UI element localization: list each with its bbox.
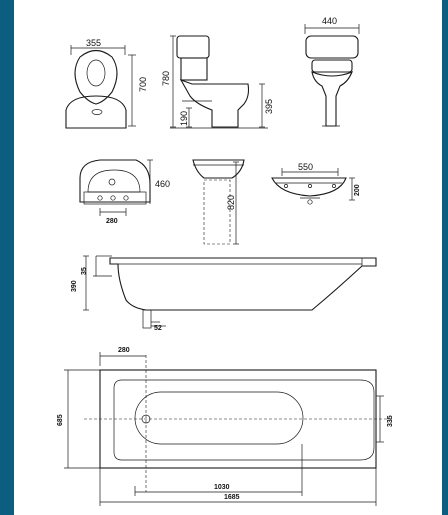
dim-bath-plan-width: 685 — [57, 414, 64, 426]
bath-plan-view — [64, 352, 392, 506]
dim-toilet-side-height: 780 — [161, 71, 171, 86]
dim-basin-front-width: 550 — [298, 162, 313, 172]
dim-toilet-top-depth: 700 — [138, 77, 148, 92]
dim-basin-tap-spacing: 280 — [106, 218, 118, 225]
dim-basin-front-depth: 200 — [354, 184, 361, 196]
dim-bath-plan-inner-length: 1030 — [214, 484, 230, 491]
bath-side-elevation — [83, 255, 377, 329]
dim-toilet-front-width: 440 — [322, 16, 337, 26]
dim-bath-plan-length: 1685 — [224, 494, 240, 501]
drawing-sheet: 355 700 780 395 190 440 — [14, 0, 442, 515]
dim-bath-plan-waste-offset: 280 — [118, 347, 130, 354]
dim-toilet-side-outlet: 190 — [179, 111, 189, 126]
dim-pedestal-height: 820 — [226, 195, 236, 210]
toilet-front-view — [304, 24, 360, 127]
toilet-side-view — [170, 35, 268, 129]
dim-bath-side-height: 390 — [71, 280, 78, 292]
dim-bath-waste: 52 — [154, 325, 162, 332]
basin-pedestal-view — [192, 159, 245, 245]
toilet-top-view — [65, 45, 136, 129]
dim-toilet-top-width: 355 — [86, 38, 101, 48]
basin-front-view — [271, 168, 355, 205]
dim-basin-depth: 460 — [155, 179, 170, 189]
basin-top-view — [79, 159, 153, 216]
dim-bath-plan-inner-width: 335 — [387, 415, 394, 427]
technical-drawing: 355 700 780 395 190 440 — [57, 16, 394, 506]
dim-toilet-side-seat: 395 — [264, 99, 274, 114]
dim-bath-rim: 35 — [81, 267, 88, 275]
